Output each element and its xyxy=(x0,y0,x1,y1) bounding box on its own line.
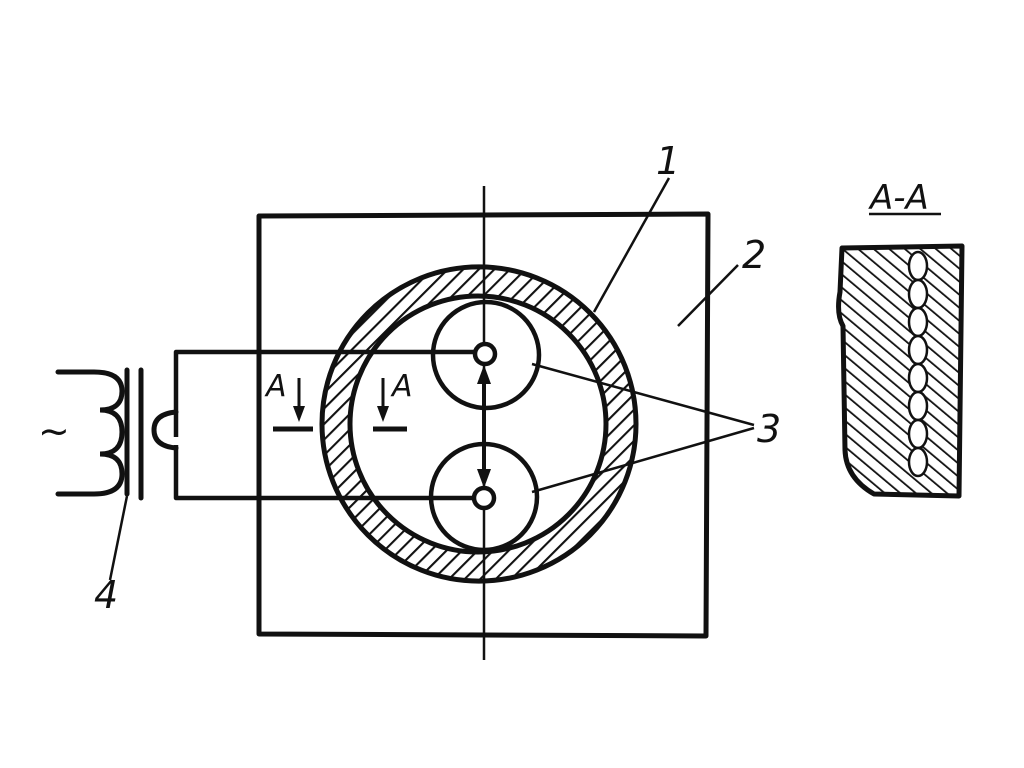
section-view xyxy=(836,212,965,499)
label-section-mark-right: A xyxy=(390,369,413,404)
section-marker-right xyxy=(373,378,407,432)
label-electrodes: 3 xyxy=(757,407,781,451)
leader-3a xyxy=(531,362,755,427)
section-view-hatch xyxy=(836,243,965,499)
circuit-wires xyxy=(173,349,474,501)
leader-lines xyxy=(108,177,755,581)
label-weld-seam: 1 xyxy=(656,139,680,183)
label-ac-symbol: ~ xyxy=(38,409,70,453)
contact-point-upper xyxy=(472,341,498,367)
contact-point-lower xyxy=(471,485,497,511)
workpiece-plate xyxy=(256,211,711,639)
primary-coil xyxy=(55,369,125,497)
transformer xyxy=(55,367,179,501)
section-view-nuggets xyxy=(907,250,929,478)
section-marker-left xyxy=(273,378,313,432)
leader-4 xyxy=(108,495,129,581)
label-transformer: 4 xyxy=(94,573,118,617)
electrode-force-arrow xyxy=(477,365,491,488)
label-section-title: A-A xyxy=(868,178,929,218)
leader-3b xyxy=(531,426,755,494)
weld-ring xyxy=(319,264,639,584)
leader-1 xyxy=(592,177,671,313)
leader-2 xyxy=(677,264,739,327)
secondary-loop xyxy=(151,409,179,451)
label-section-mark-left: A xyxy=(264,369,287,404)
label-workpiece: 2 xyxy=(742,233,766,277)
